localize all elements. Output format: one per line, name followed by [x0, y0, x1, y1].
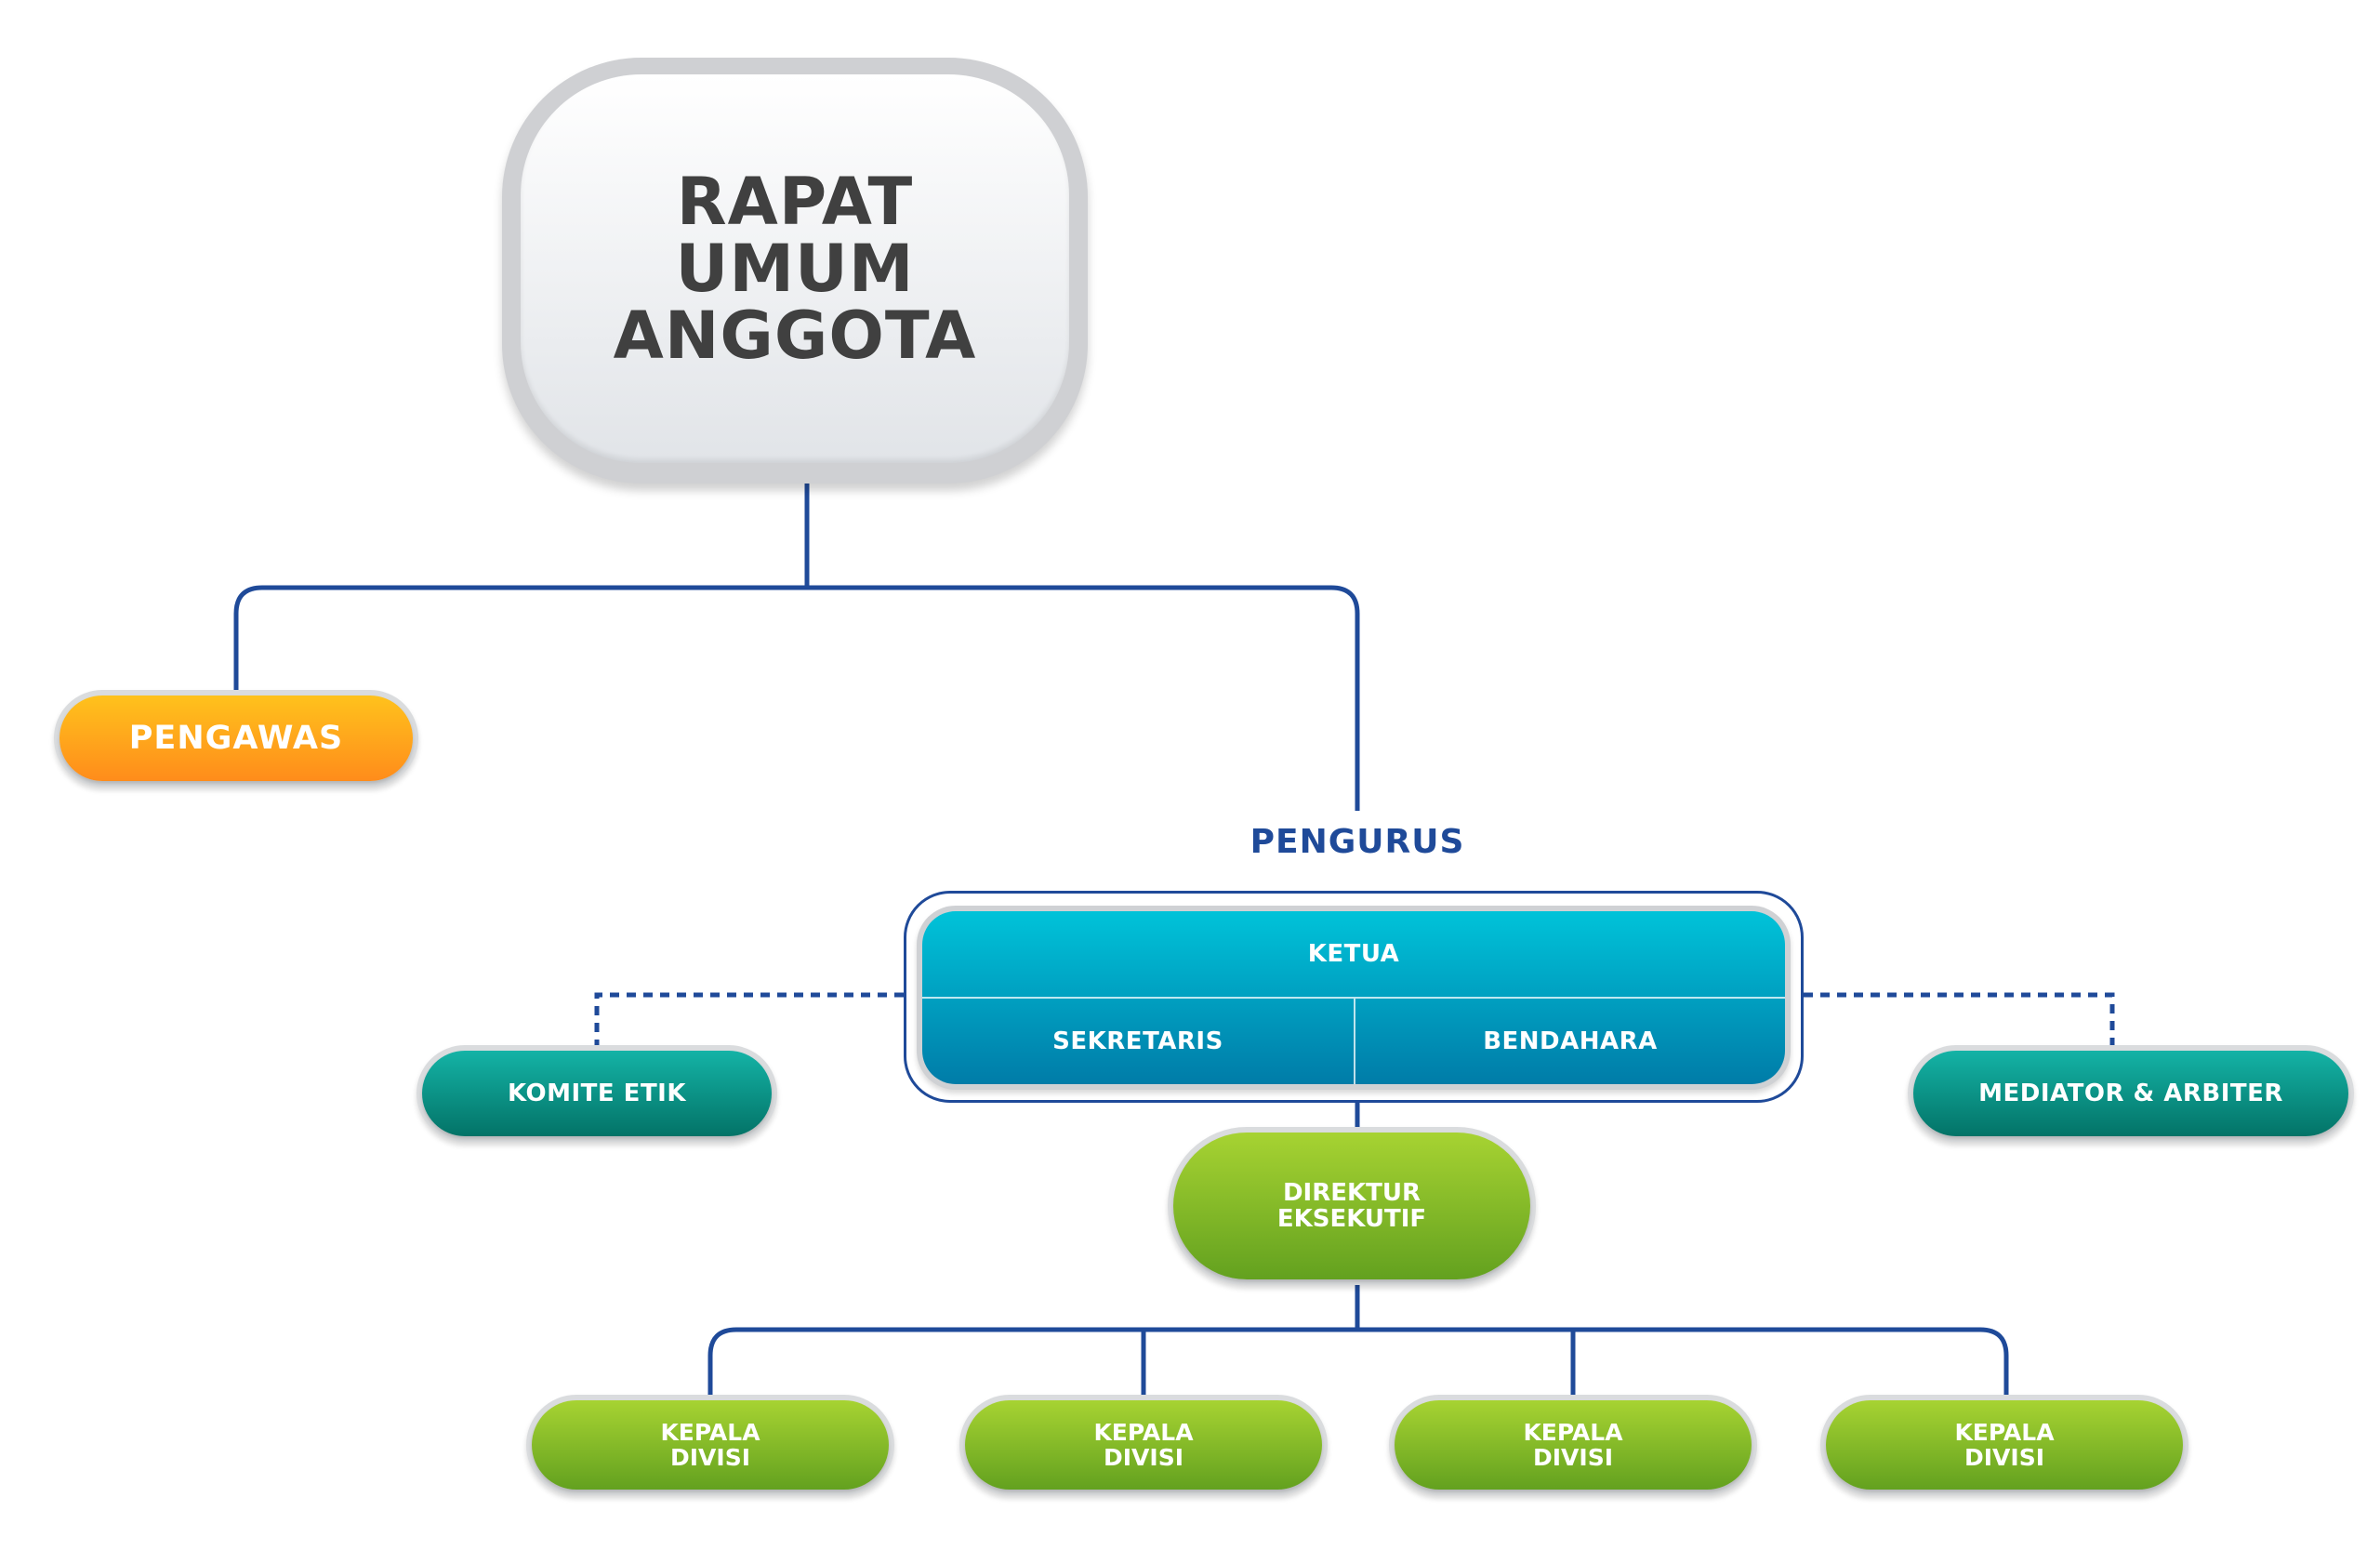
connector-branch-kepala [707, 1327, 2009, 1395]
kepala-divisi-node: KEPALA DIVISI [526, 1395, 894, 1495]
kepala-divisi-node: KEPALA DIVISI [1820, 1395, 2188, 1495]
sekretaris-label: SEKRETARIS [1052, 1027, 1223, 1055]
connector-mediator-arbiter [1804, 992, 2115, 1045]
pengurus-frame [904, 891, 1804, 1103]
pengurus-node: KETUA SEKRETARIS BENDAHARA [917, 906, 1791, 1090]
sekretaris-cell: SEKRETARIS [922, 999, 1355, 1084]
kepala-divisi-label: KEPALA DIVISI [1523, 1419, 1623, 1471]
mediator-arbiter-node: MEDIATOR & ARBITER [1908, 1045, 2354, 1142]
kepala-divisi-node: KEPALA DIVISI [1389, 1395, 1757, 1495]
direktur-eksekutif-label: DIREKTUR EKSEKUTIF [1276, 1179, 1427, 1233]
pengurus-label: PENGURUS [1250, 823, 1465, 861]
connector-branch-top [233, 585, 1360, 811]
pengawas-label: PENGAWAS [128, 720, 344, 757]
connector-komite-etik [594, 992, 904, 1045]
pengawas-node: PENGAWAS [54, 690, 418, 787]
bendahara-label: BENDAHARA [1483, 1027, 1658, 1055]
ketua-cell: KETUA [922, 911, 1785, 999]
rapat-umum-anggota-label: RAPAT UMUM ANGGOTA [613, 164, 977, 374]
kepala-divisi-label: KEPALA DIVISI [1093, 1419, 1194, 1471]
kepala-divisi-label: KEPALA DIVISI [660, 1419, 760, 1471]
ketua-label: KETUA [1307, 940, 1400, 968]
bendahara-cell: BENDAHARA [1355, 999, 1785, 1084]
direktur-eksekutif-node: DIREKTUR EKSEKUTIF [1168, 1127, 1536, 1285]
komite-etik-node: KOMITE ETIK [416, 1045, 777, 1142]
kepala-divisi-node: KEPALA DIVISI [959, 1395, 1328, 1495]
mediator-arbiter-label: MEDIATOR & ARBITER [1978, 1080, 2283, 1107]
rapat-umum-anggota-node: RAPAT UMUM ANGGOTA [502, 58, 1088, 484]
komite-etik-label: KOMITE ETIK [508, 1080, 686, 1107]
kepala-divisi-label: KEPALA DIVISI [1954, 1419, 2055, 1471]
